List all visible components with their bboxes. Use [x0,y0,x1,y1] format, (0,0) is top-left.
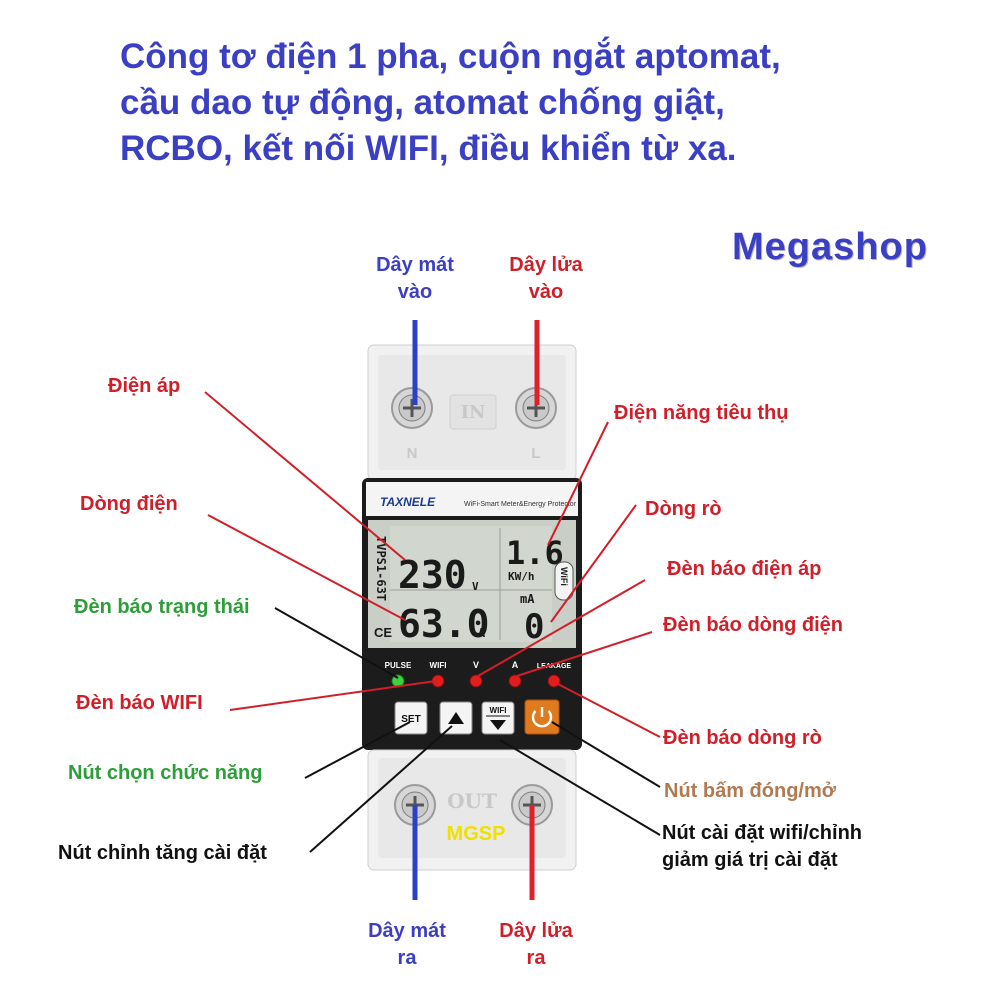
lcd-display [368,520,576,648]
callout-wifi-led: Đèn báo WIFI [76,692,203,714]
led-label-wifi: WIFI [430,661,447,670]
lcd-energy-value: 1.6 [506,534,564,572]
out-label: OUT [447,789,497,813]
screw-top-n [391,387,433,429]
title-line-1: Công tơ điện 1 pha, cuộn ngắt aptomat, [120,37,781,76]
page-title: Công tơ điện 1 pha, cuộn ngắt aptomat, c… [120,34,980,172]
lcd-leak-unit: mA [520,592,535,606]
callout-power-button: Nút bấm đóng/mở [664,780,836,802]
callout-current-led: Đèn báo dòng điện [663,614,843,636]
callout-wifi-button: Nút cài đặt wifi/chỉnh giảm giá trị cài … [662,822,863,871]
lcd-current-unit: A [478,626,486,640]
label-live-in: Dây lửa vào [509,254,583,303]
lcd-current-value: 63.0 [398,602,490,646]
current-led [508,674,522,688]
label-live-out: Dây lửa ra [499,920,573,969]
lcd-voltage-value: 230 [398,553,467,597]
callout-energy: Điện năng tiêu thụ [614,402,789,424]
title-line-3: RCBO, kết nối WIFI, điều khiển từ xa. [120,129,737,168]
led-label-leakage: LEAKAGE [537,663,572,670]
led-label-v: V [473,660,479,670]
led-label-pulse: PULSE [385,661,412,670]
lcd-leak-value: 0 [524,607,544,647]
callout-function-button: Nút chọn chức năng [68,762,263,784]
callout-increase-button: Nút chỉnh tăng cài đặt [58,842,267,864]
model-label: TVPS1-63T [374,536,388,601]
increase-button[interactable] [439,701,473,735]
triangle-down-icon [490,720,506,730]
n-label: N [407,445,418,462]
label-neutral-in: Dây mát vào [376,254,454,303]
l-label: L [531,445,540,462]
callout-leakage-led: Đèn báo dòng rò [663,727,822,749]
watermark-mgsp: MGSP [447,823,506,845]
callout-voltage: Điện áp [108,375,181,397]
top-housing [367,344,577,481]
set-button-label: SET [401,714,420,725]
bottom-housing [367,749,577,871]
power-icon [531,710,553,728]
callout-leakage: Dòng rò [645,498,722,520]
lcd-voltage-unit: V [472,580,479,593]
callout-current: Dòng điện [80,493,178,515]
wifi-decrease-button[interactable] [481,701,515,735]
leader-lines-dark [274,607,661,853]
triangle-up-icon [448,712,464,724]
led-label-a: A [512,660,519,670]
wifi-badge-label: WiFi [559,567,569,586]
callout-status-led: Đèn báo trạng thái [74,596,250,618]
brand-logo: Megashop [732,226,928,268]
wifi-button-label: WIFI [490,706,507,715]
in-label: IN [461,402,486,423]
label-neutral-out: Dây mát ra [368,920,446,969]
title-line-2: cầu dao tự động, atomat chống giật, [120,83,725,122]
leader-lines [204,391,661,738]
wifi-badge [554,561,574,601]
voltage-led [469,674,483,688]
maker-logo: TAXNELE [380,495,436,509]
device-subtitle: WiFi-Smart Meter&Energy Protector [464,501,577,508]
callout-voltage-led: Đèn báo điện áp [667,558,822,580]
ce-mark: CE [374,625,392,640]
power-button[interactable] [524,699,560,735]
lcd-energy-unit: KW/h [508,570,535,583]
